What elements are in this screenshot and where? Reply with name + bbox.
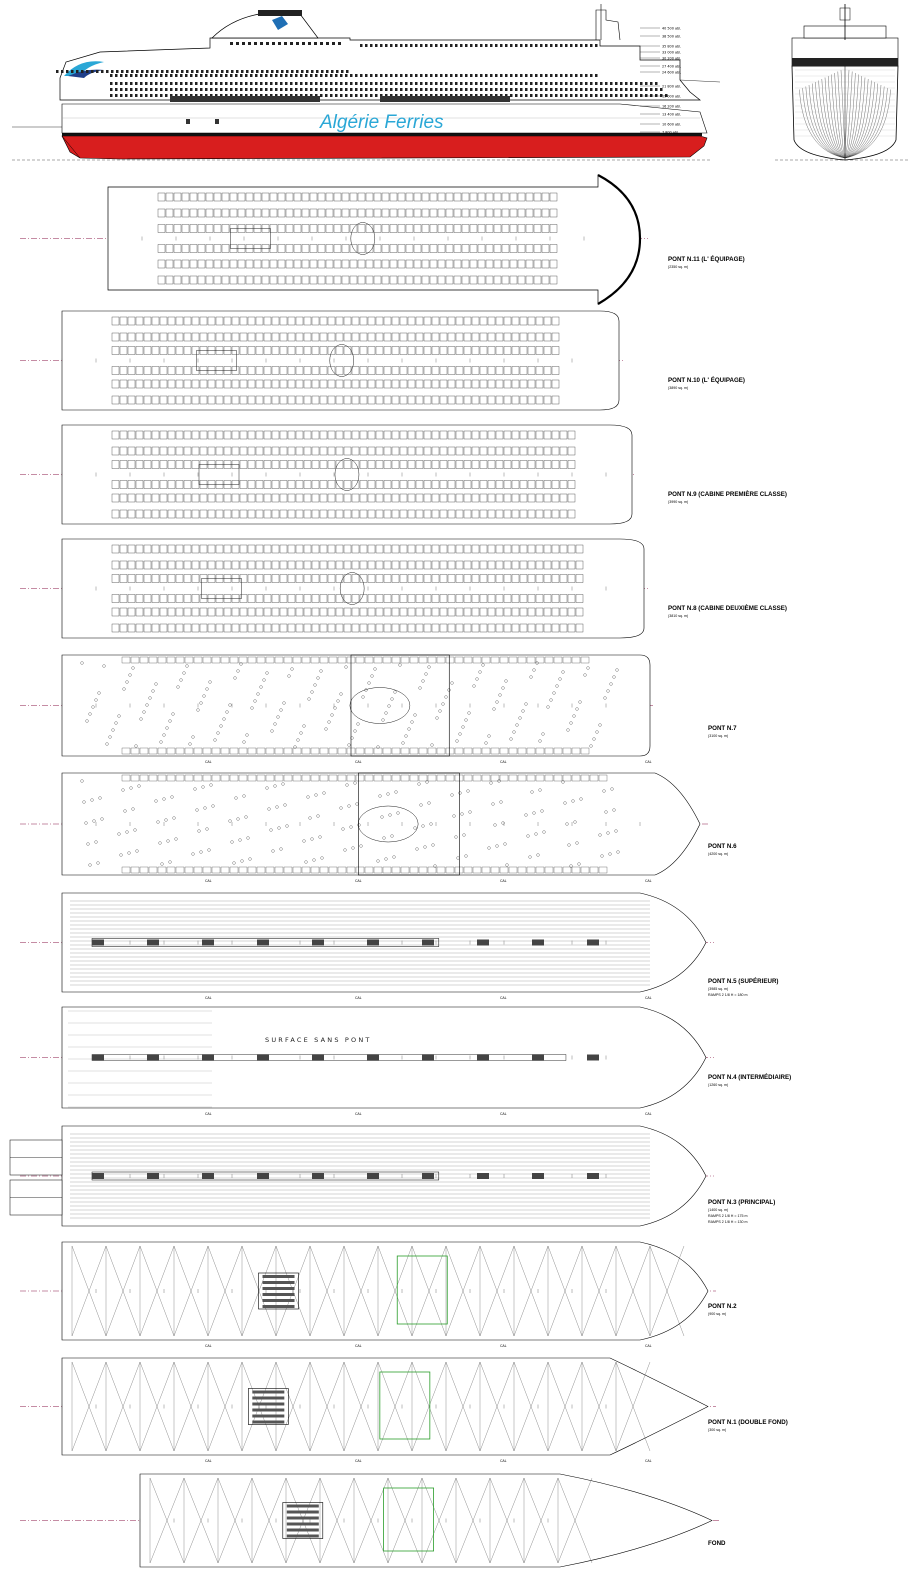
deck-sub-pont11: (2350 sq. m) — [668, 265, 689, 269]
deck-plan-pont4: CAL CAL CAL CAL — [20, 1006, 714, 1116]
deck-plan-fond — [20, 1473, 720, 1568]
cal-marker: CAL — [355, 879, 362, 883]
deck-title-fond: FOND — [708, 1540, 726, 1547]
deck-sub-pont8: (3810 sq. m) — [668, 614, 689, 618]
level-mark-label: 30 200 abl. — [662, 57, 681, 61]
deck-title-pont7: PONT N.7 — [708, 725, 737, 732]
level-mark-label: 16 200 abl. — [662, 105, 681, 109]
level-mark-label: 21 800 abl. — [662, 85, 681, 89]
cal-marker: CAL — [205, 1459, 212, 1463]
deck-sub3-pont3: RAMPS 2 1/8 H = 130 m — [708, 1220, 748, 1224]
cal-marker: CAL — [500, 996, 507, 1000]
deck-sub-pont5: (3985 sq. m) — [708, 987, 729, 991]
level-marks: 40 500 abl. 38 500 abl. 35 800 abl. 33 000 … — [640, 27, 681, 135]
cal-marker: CAL — [645, 1459, 652, 1463]
cal-marker: CAL — [500, 1459, 507, 1463]
level-mark-label: 40 500 abl. — [662, 27, 681, 31]
deck-title-pont6: PONT N.6 — [708, 843, 737, 850]
cal-marker: CAL — [205, 879, 212, 883]
pont3-stern-ramps — [9, 1139, 63, 1216]
deck-plan-pont5: CAL CAL CAL CAL — [20, 892, 714, 1000]
deck-plan-pont10 — [20, 310, 623, 411]
deck-sub-pont4: (1260 sq. m) — [708, 1083, 729, 1087]
deck-title-pont10: PONT N.10 (L' ÉQUIPAGE) — [668, 377, 745, 384]
cal-marker: CAL — [500, 1344, 507, 1348]
deck-sub2-pont5: RAMPS 2 1/8 H = 180 m — [708, 993, 748, 997]
midship-section — [775, 4, 910, 161]
level-mark-label: 38 500 abl. — [662, 35, 681, 39]
deck-sub-pont9: (3990 sq. m) — [668, 500, 689, 504]
cal-marker: CAL — [645, 996, 652, 1000]
cal-marker: CAL — [205, 760, 212, 764]
deck-title-pont1: PONT N.1 (DOUBLE FOND) — [708, 1419, 788, 1426]
deck-plan-pont9 — [20, 424, 636, 525]
cal-marker: CAL — [205, 1344, 212, 1348]
pont4-surface-label: SURFACE SANS PONT — [265, 1036, 372, 1044]
deck-sub2-pont3: RAMPS 2 1/8 H = 175 m — [708, 1214, 748, 1218]
deck-title-pont5: PONT N.5 (SUPÉRIEUR) — [708, 978, 779, 985]
deck-title-pont4: PONT N.4 (INTERMÉDIAIRE) — [708, 1074, 792, 1081]
deck-sub-pont3: (1400 sq. m) — [708, 1208, 729, 1212]
deck-plan-pont6: CAL CAL CAL CAL — [20, 772, 708, 883]
deck-sub-pont10: (3890 sq. m) — [668, 386, 689, 390]
level-mark-label: 24 600 abl. — [662, 71, 681, 75]
deck-plan-pont11 — [20, 174, 648, 305]
cal-marker: CAL — [355, 1344, 362, 1348]
stern-logo-swoosh — [64, 61, 104, 76]
deck-plan-pont1: CAL CAL CAL CAL — [20, 1357, 716, 1463]
cal-marker: CAL — [500, 760, 507, 764]
level-mark-label: 27 400 abl. — [662, 65, 681, 69]
cal-marker: CAL — [205, 1112, 212, 1116]
mast — [595, 9, 621, 41]
cal-marker: CAL — [500, 1112, 507, 1116]
level-mark-label: 19 000 abl. — [662, 95, 681, 99]
deck-title-pont9: PONT N.9 (CABINE PREMIÈRE CLASSE) — [668, 491, 787, 498]
cal-marker: CAL — [645, 879, 652, 883]
cal-marker: CAL — [645, 1344, 652, 1348]
cal-marker: CAL — [355, 996, 362, 1000]
cal-marker: CAL — [355, 1112, 362, 1116]
deck-title-pont3: PONT N.3 (PRINCIPAL) — [708, 1199, 776, 1206]
hull-logo-text: Algérie Ferries — [319, 112, 444, 133]
deck-title-pont11: PONT N.11 (L' ÉQUIPAGE) — [668, 256, 745, 263]
cal-marker: CAL — [355, 760, 362, 764]
hull-red-bottom — [61, 135, 708, 160]
level-mark-label: 7 800 abl. — [662, 131, 679, 135]
deck-plan-pont2: CAL CAL CAL CAL — [20, 1241, 716, 1348]
deck-sub-pont2: (900 sq. m) — [708, 1312, 727, 1316]
deck-sub-pont7: (3100 sq. m) — [708, 734, 729, 738]
deck-sub-pont1: (300 sq. m) — [708, 1428, 727, 1432]
level-mark-label: 33 000 abl. — [662, 51, 681, 55]
side-elevation: Algérie Ferries 40 500 abl. 38 500 abl. 35… — [12, 4, 721, 161]
level-mark-label: 35 800 abl. — [662, 45, 681, 49]
level-mark-label: 13 400 abl. — [662, 113, 681, 117]
level-mark-label: 10 600 abl. — [662, 123, 681, 127]
hull-black-band — [62, 133, 702, 136]
cal-marker: CAL — [205, 996, 212, 1000]
deck-plan-pont8 — [20, 538, 648, 639]
hull-white-upper — [61, 103, 708, 134]
cal-marker: CAL — [355, 1459, 362, 1463]
cal-marker: CAL — [645, 760, 652, 764]
cal-marker: CAL — [645, 1112, 652, 1116]
deck-title-pont2: PONT N.2 — [708, 1303, 737, 1310]
deck-title-pont8: PONT N.8 (CABINE DEUXIÈME CLASSE) — [668, 605, 787, 612]
cal-marker: CAL — [500, 879, 507, 883]
deck-plan-pont7: CAL CAL CAL CAL — [20, 654, 654, 764]
deck-plan-pont3 — [20, 1125, 714, 1227]
deck-sub-pont6: (4200 sq. m) — [708, 852, 729, 856]
